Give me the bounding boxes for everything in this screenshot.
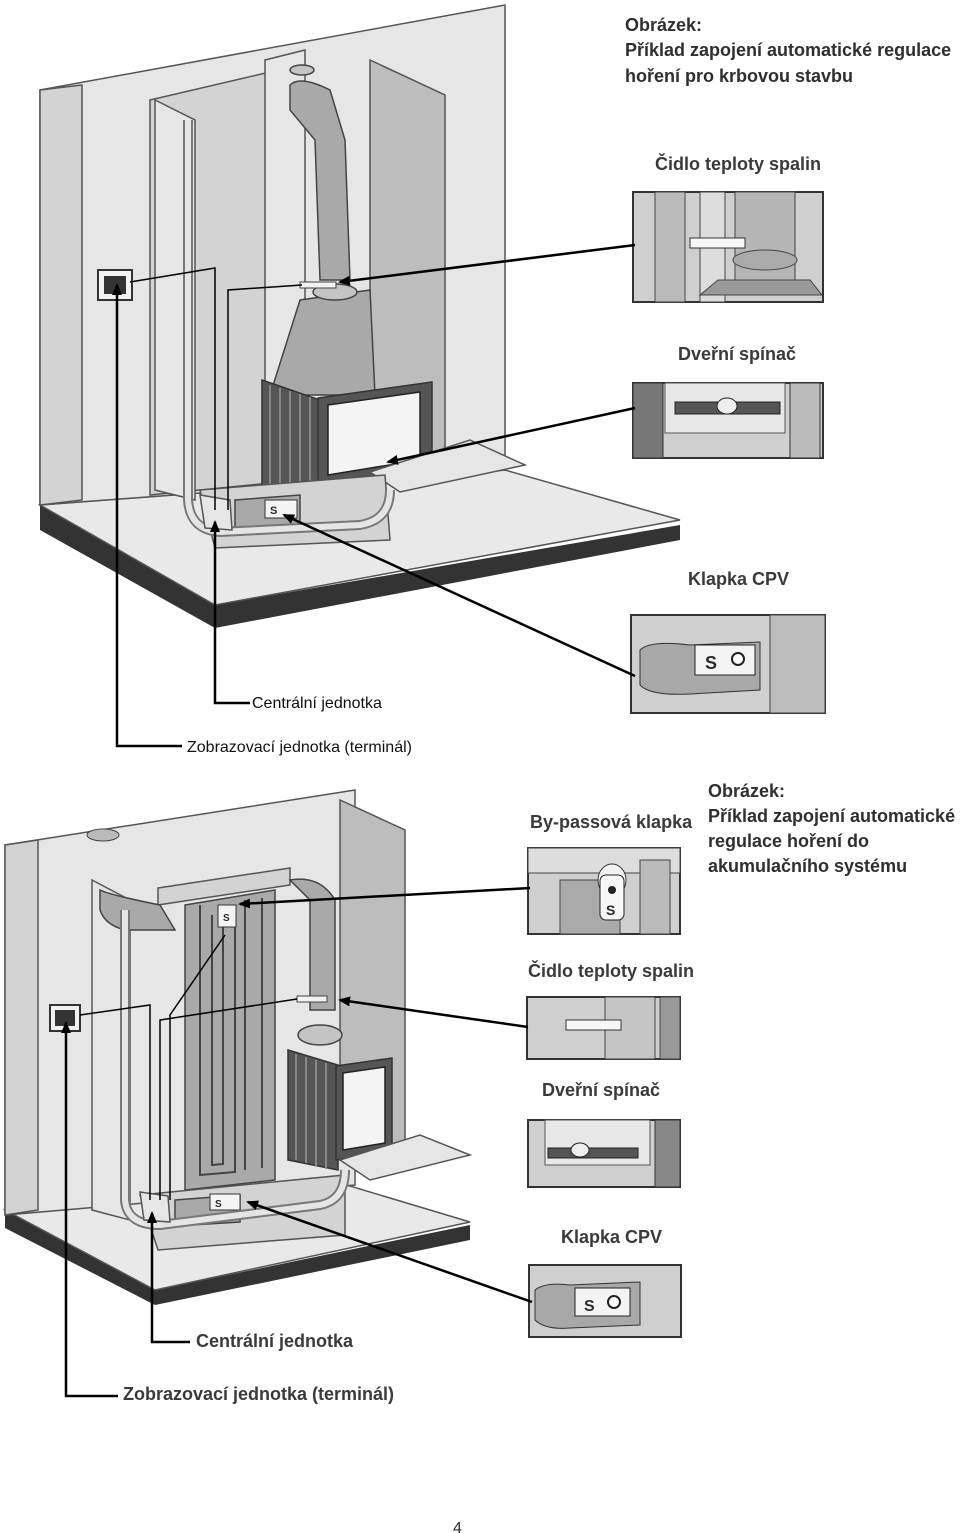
flue-pipe-bottom xyxy=(288,878,336,1011)
detail-door-switch-bottom xyxy=(527,1119,681,1188)
door-switch-knob-bottom xyxy=(570,1142,590,1158)
flue-sensor-probe xyxy=(299,281,337,289)
wall-edge-bottom xyxy=(4,839,39,1216)
bottom-label-cpv-flap: Klapka CPV xyxy=(561,1227,662,1247)
cpv-flap-body-bottom xyxy=(209,1193,241,1211)
detail-flue-sensor-bottom xyxy=(526,996,681,1060)
ceiling-hole xyxy=(86,828,120,842)
wire-bypass-bottom xyxy=(169,934,226,1200)
cpv-flap-detail-letter: S xyxy=(705,653,717,673)
arrow-top-flue-sensor xyxy=(338,243,636,286)
wire-sensor xyxy=(227,284,303,510)
detail-bypass-flap: S xyxy=(527,847,681,935)
bypass-flap-body xyxy=(217,904,237,928)
central-unit-box xyxy=(199,494,233,531)
page-number: 4 xyxy=(453,1520,462,1533)
bottom-title-line1: Příklad zapojení automatické xyxy=(708,806,955,826)
top-title-line1: Příklad zapojení automatické regulace xyxy=(625,40,951,60)
arrow-bottom-central-unit xyxy=(147,1211,190,1344)
wire-terminal-bottom xyxy=(79,1004,151,1200)
cpv-flap-detail-letter-bottom: S xyxy=(584,1298,595,1315)
accumulation-illustration: S S xyxy=(2,789,473,1305)
flue-top xyxy=(289,64,315,76)
flue-pipe xyxy=(289,80,351,281)
wire-sensor-bottom xyxy=(159,998,298,1200)
door-switch-knob xyxy=(716,397,738,415)
bypass-flap-letter: S xyxy=(223,913,230,924)
wall-edge xyxy=(39,84,83,506)
top-label-central-unit: Centrální jednotka xyxy=(252,695,382,712)
arrow-bottom-bypass-flap xyxy=(238,886,531,909)
top-label-display-unit: Zobrazovací jednotka (terminál) xyxy=(187,739,412,756)
central-unit-box-bottom xyxy=(139,1191,171,1223)
wire-terminal xyxy=(129,267,216,510)
top-label-cpv-flap: Klapka CPV xyxy=(688,569,789,589)
bottom-title-line2: regulace hoření do xyxy=(708,831,869,851)
door-switch-plate-bottom xyxy=(547,1147,639,1159)
insert-glass-bottom xyxy=(342,1066,386,1151)
bottom-label-central-unit: Centrální jednotka xyxy=(196,1331,354,1351)
bypass-flap-detail-letter: S xyxy=(606,902,615,918)
cpv-flap-body xyxy=(264,499,298,519)
top-label-door-switch: Dveřní spínač xyxy=(678,344,796,364)
bottom-label-flue-sensor: Čidlo teploty spalin xyxy=(528,960,694,981)
cpv-flap-letter-bottom: S xyxy=(215,1199,222,1210)
top-label-flue-sensor: Čidlo teploty spalin xyxy=(655,153,821,174)
top-title-heading: Obrázek: xyxy=(625,15,702,35)
detail-cpv-flap-bottom: S xyxy=(528,1264,682,1338)
fireplace-illustration: S xyxy=(37,4,681,628)
arrow-top-central-unit xyxy=(210,520,250,705)
bottom-label-door-switch: Dveřní spínač xyxy=(542,1080,660,1100)
bypass-pipe xyxy=(99,888,177,931)
cpv-flap-detail-body xyxy=(694,644,756,676)
bypass-flap-detail-body xyxy=(599,874,625,921)
bottom-title-heading: Obrázek: xyxy=(708,781,785,801)
flue-sensor-probe-detail-bottom xyxy=(565,1019,622,1031)
exchanger-top xyxy=(157,867,291,906)
display-terminal-screen xyxy=(104,276,126,294)
bottom-label-bypass-flap: By-passová klapka xyxy=(530,812,693,832)
insert-collar-bottom xyxy=(297,1024,343,1046)
floor-slab-edge-bottom xyxy=(5,1210,470,1305)
arrow-bottom-flue-sensor xyxy=(338,996,529,1029)
accumulation-exchanger xyxy=(184,889,276,1191)
flue-sensor-probe-detail xyxy=(689,237,746,249)
cpv-flap-letter: S xyxy=(270,505,277,517)
arrow-top-display-unit xyxy=(112,283,182,748)
arrow-top-cpv-flap xyxy=(282,513,636,678)
arrow-top-door-switch xyxy=(386,406,636,465)
flue-sensor-probe-bottom xyxy=(296,995,328,1003)
hearth-plate-bottom xyxy=(338,1134,473,1181)
bottom-title-line3: akumulačního systému xyxy=(708,856,907,876)
arrow-bottom-display-unit xyxy=(61,1021,118,1398)
arrow-bottom-cpv-flap xyxy=(246,1200,533,1304)
detail-door-switch-top xyxy=(632,382,824,459)
bottom-label-display-unit: Zobrazovací jednotka (terminál) xyxy=(123,1384,394,1404)
top-title-line2: hoření pro krbovou stavbu xyxy=(625,66,853,86)
detail-flue-sensor-top xyxy=(632,191,824,303)
detail-cpv-flap-top: S xyxy=(630,614,826,714)
